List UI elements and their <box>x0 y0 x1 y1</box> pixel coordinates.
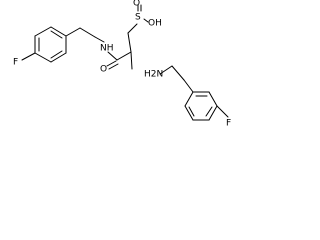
bond-amine-to-ch2 <box>159 65 173 75</box>
bond-ch2-to-nitrogen <box>94 36 105 43</box>
bond-ch2-to-sulfur <box>127 23 138 34</box>
bond-nitrogen-to-carbonyl <box>107 51 118 61</box>
bond-ring-to-fluorine <box>21 52 36 61</box>
bond-ch-to-ch2 <box>127 32 132 53</box>
amine-label: H2N <box>144 70 163 80</box>
sulfur-label: S <box>135 13 141 23</box>
bond <box>208 91 218 107</box>
bond <box>208 105 218 121</box>
bond-ch-to-methyl <box>130 51 133 70</box>
fluorine-right-label: F <box>226 119 231 129</box>
bond <box>184 91 194 107</box>
sulfinic-hydroxyl-label: OH <box>148 19 162 29</box>
bond <box>50 52 67 63</box>
bond <box>184 105 194 121</box>
bond-ch2-ch2 <box>171 65 185 81</box>
amide-oxygen-label: O <box>100 65 107 75</box>
bond-carbonyl-to-ch <box>116 51 132 61</box>
chemical-structure-diagram: F NH O S O OH H2N F <box>13 0 231 129</box>
bond-ch2-ch2 <box>79 27 96 38</box>
bond-sulfur-to-hydroxyl <box>143 18 149 23</box>
fluorine-left-label: F <box>13 58 18 68</box>
right-fluorophenyl-ring <box>184 91 229 121</box>
aromatic-double-bond <box>50 50 63 59</box>
sulfinyl-oxygen-label: O <box>133 0 140 9</box>
carbonyl-double-bond <box>106 60 117 67</box>
bond-ring-to-fluorine <box>216 105 229 118</box>
amide-nitrogen-label: NH <box>100 44 114 54</box>
bond <box>50 26 67 37</box>
bond <box>34 26 52 37</box>
aromatic-double-bond <box>188 106 195 117</box>
bond-ch2-to-ring <box>183 79 194 93</box>
aromatic-double-bond <box>205 106 213 117</box>
aromatic-double-bond <box>50 30 63 39</box>
carbonyl-double-bond <box>108 63 119 70</box>
bond <box>34 52 52 63</box>
left-fluorophenyl-ring <box>21 26 67 63</box>
bond-ring-to-ch2 <box>65 27 81 37</box>
